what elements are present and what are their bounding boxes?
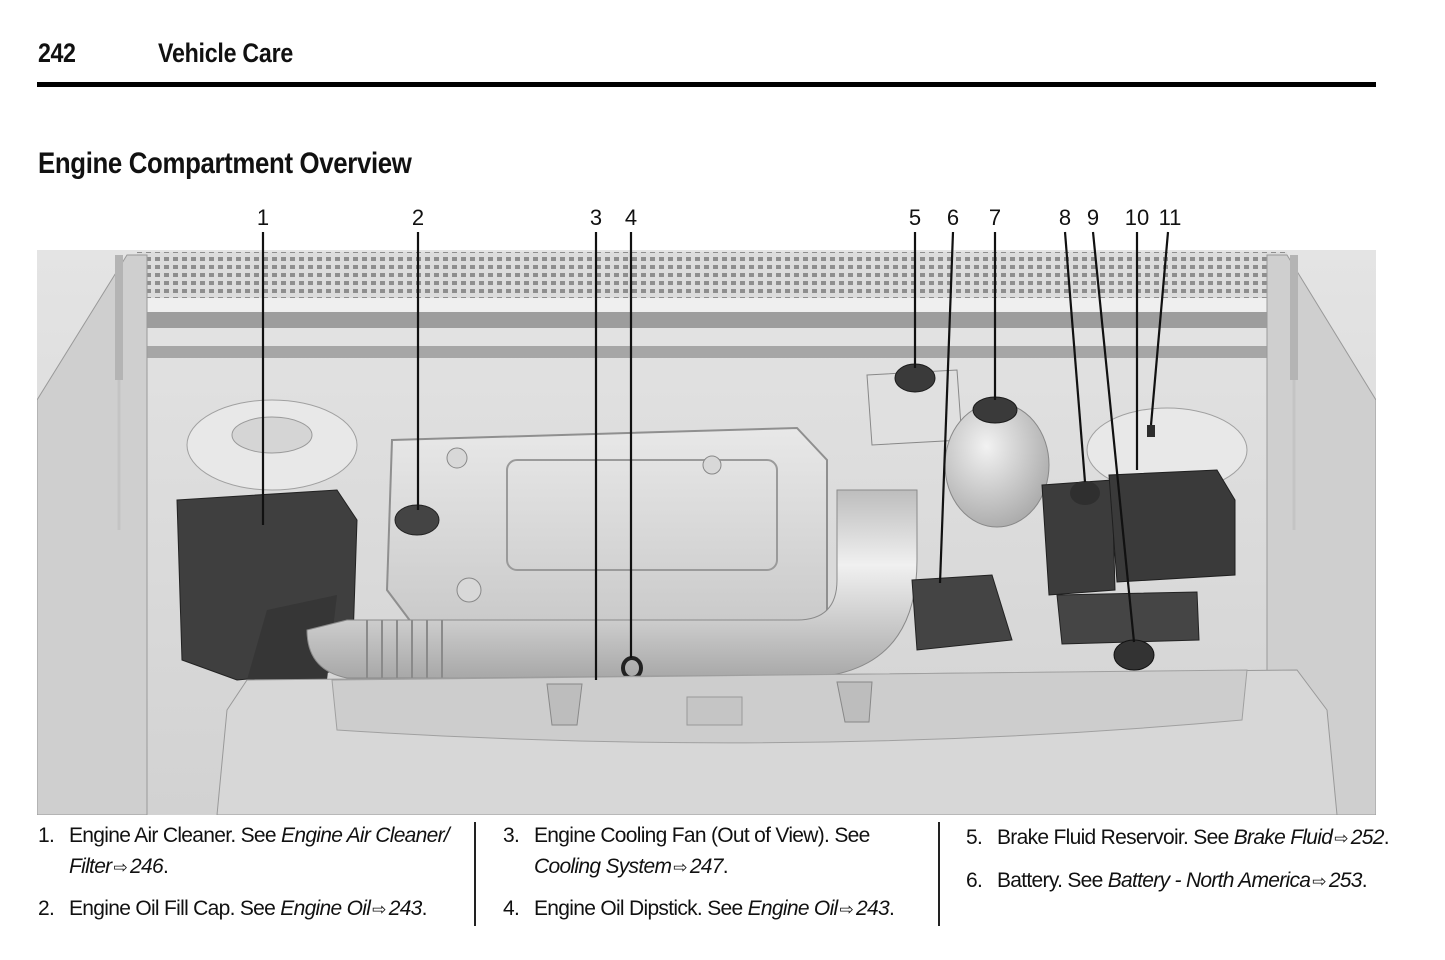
legend-reference-link[interactable]: Battery - North America: [1107, 869, 1311, 892]
legend-page-number[interactable]: 243: [856, 897, 890, 920]
legend-page-number[interactable]: 246: [130, 855, 164, 878]
leader-8: [1063, 231, 1087, 483]
leader-6: [938, 231, 955, 584]
legend-item-4: 4. Engine Oil Dipstick. See Engine Oil⇨24…: [503, 893, 928, 925]
fuse-block: [911, 574, 1013, 651]
page-reference-arrow-icon: ⇨: [1312, 872, 1326, 891]
legend-number: 6.: [966, 869, 983, 892]
legend-page-number[interactable]: 247: [689, 855, 724, 878]
left-strut-mount: [231, 416, 313, 454]
page-reference-arrow-icon: ⇨: [372, 900, 386, 919]
callout-1: 1: [257, 205, 269, 230]
section-title: Engine Compartment Overview: [38, 147, 412, 180]
cowl-grille: [137, 252, 1287, 300]
legend-divider-2: [938, 822, 940, 926]
legend-number: 3.: [503, 824, 520, 847]
legend-text: Engine Oil Dipstick. See: [534, 897, 748, 920]
page-reference-arrow-icon: ⇨: [839, 900, 854, 919]
legend-text: Engine Cooling Fan (Out of View). See: [534, 824, 870, 847]
legend-number: 5.: [966, 826, 983, 849]
legend-item-5: 5. Brake Fluid Reservoir. See Brake Fluid…: [966, 822, 1436, 854]
callout-6: 6: [947, 205, 959, 230]
legend-reference-link[interactable]: Engine Oil: [747, 897, 839, 920]
legend-reference-link[interactable]: Brake Fluid: [1233, 826, 1333, 849]
legend-period: .: [421, 897, 428, 920]
legend-period: .: [1383, 826, 1390, 849]
callout-4: 4: [625, 205, 637, 230]
cowl-panel: [137, 298, 1287, 312]
legend-reference-link[interactable]: Engine Oil: [280, 897, 371, 920]
chapter-title: Vehicle Care: [158, 38, 294, 68]
header-rule: [37, 82, 1376, 87]
intake-duct-ribs: [366, 620, 443, 678]
engine-illustration-svg: 1 2 3 4 5 6 7 8 9 10 11: [37, 205, 1376, 815]
legend-item-3: 3.Engine Cooling Fan (Out of View). See …: [503, 820, 928, 883]
leader-11: [1149, 231, 1170, 426]
legend-page-number[interactable]: 252: [1350, 826, 1385, 849]
legend-page-number[interactable]: 253: [1328, 869, 1363, 892]
page-number: 242: [38, 38, 76, 68]
engine-compartment-illustration: 1 2 3 4 5 6 7 8 9 10 11: [37, 200, 1376, 815]
legend-number: 4.: [503, 897, 520, 920]
leader-9: [1091, 231, 1136, 643]
cover-bracket: [836, 681, 873, 723]
ground-terminal: [1147, 425, 1155, 437]
intake-duct: [306, 489, 918, 679]
legend-number: 2.: [38, 897, 55, 920]
legend-divider-1: [474, 822, 476, 926]
page-reference-arrow-icon: ⇨: [113, 858, 128, 877]
callout-5: 5: [909, 205, 921, 230]
reservoir-cap: [1070, 481, 1100, 505]
cover-fastener: [456, 577, 482, 603]
cover-bracket: [546, 683, 583, 726]
brake-fluid-cap: [894, 363, 936, 393]
battery-tray: [1056, 591, 1200, 645]
legend-reference-link[interactable]: Engine Air Cleaner/ Filter: [69, 824, 450, 878]
callout-9: 9: [1087, 205, 1099, 230]
page-reference-arrow-icon: ⇨: [673, 858, 687, 877]
legend-period: .: [1361, 869, 1368, 892]
legend-number: 1.: [38, 824, 55, 847]
legend-item-1: 1. Engine Air Cleaner. See Engine Air Cle…: [38, 820, 468, 883]
legend-item-2: 2. Engine Oil Fill Cap. See Engine Oil⇨24…: [38, 893, 468, 925]
battery-cover: [1108, 469, 1236, 583]
legend-period: .: [722, 855, 729, 878]
legend-period: .: [889, 897, 895, 920]
cowl-lower-trim: [137, 346, 1287, 358]
cowl-trim: [137, 328, 1287, 346]
coolant-cap: [972, 396, 1018, 424]
callout-11: 11: [1159, 205, 1182, 230]
legend-reference-link[interactable]: Cooling System: [534, 855, 672, 878]
washer-fluid-cap: [1113, 639, 1155, 671]
callout-10: 10: [1125, 205, 1149, 230]
callout-3: 3: [590, 205, 602, 230]
cowl-seal: [137, 312, 1287, 328]
legend-period: .: [162, 855, 169, 878]
engine-cover-panel: [506, 459, 778, 571]
legend-item-6: 6. Battery. See Battery - North America⇨2…: [966, 865, 1436, 897]
callout-7: 7: [989, 205, 1001, 230]
cover-fastener: [702, 455, 722, 475]
callout-8: 8: [1059, 205, 1071, 230]
page-reference-arrow-icon: ⇨: [1334, 829, 1348, 848]
legend-text: Engine Air Cleaner. See: [69, 824, 282, 847]
cover-fastener: [446, 447, 468, 469]
callout-2: 2: [412, 205, 424, 230]
hood-latch-plate: [686, 696, 743, 726]
legend-page-number[interactable]: 243: [388, 897, 423, 920]
legend-text: Engine Oil Fill Cap. See: [69, 897, 281, 920]
legend-text: Battery. See: [997, 869, 1108, 892]
callout-leaders: [261, 231, 1170, 680]
legend-text: Brake Fluid Reservoir. See: [997, 826, 1234, 849]
